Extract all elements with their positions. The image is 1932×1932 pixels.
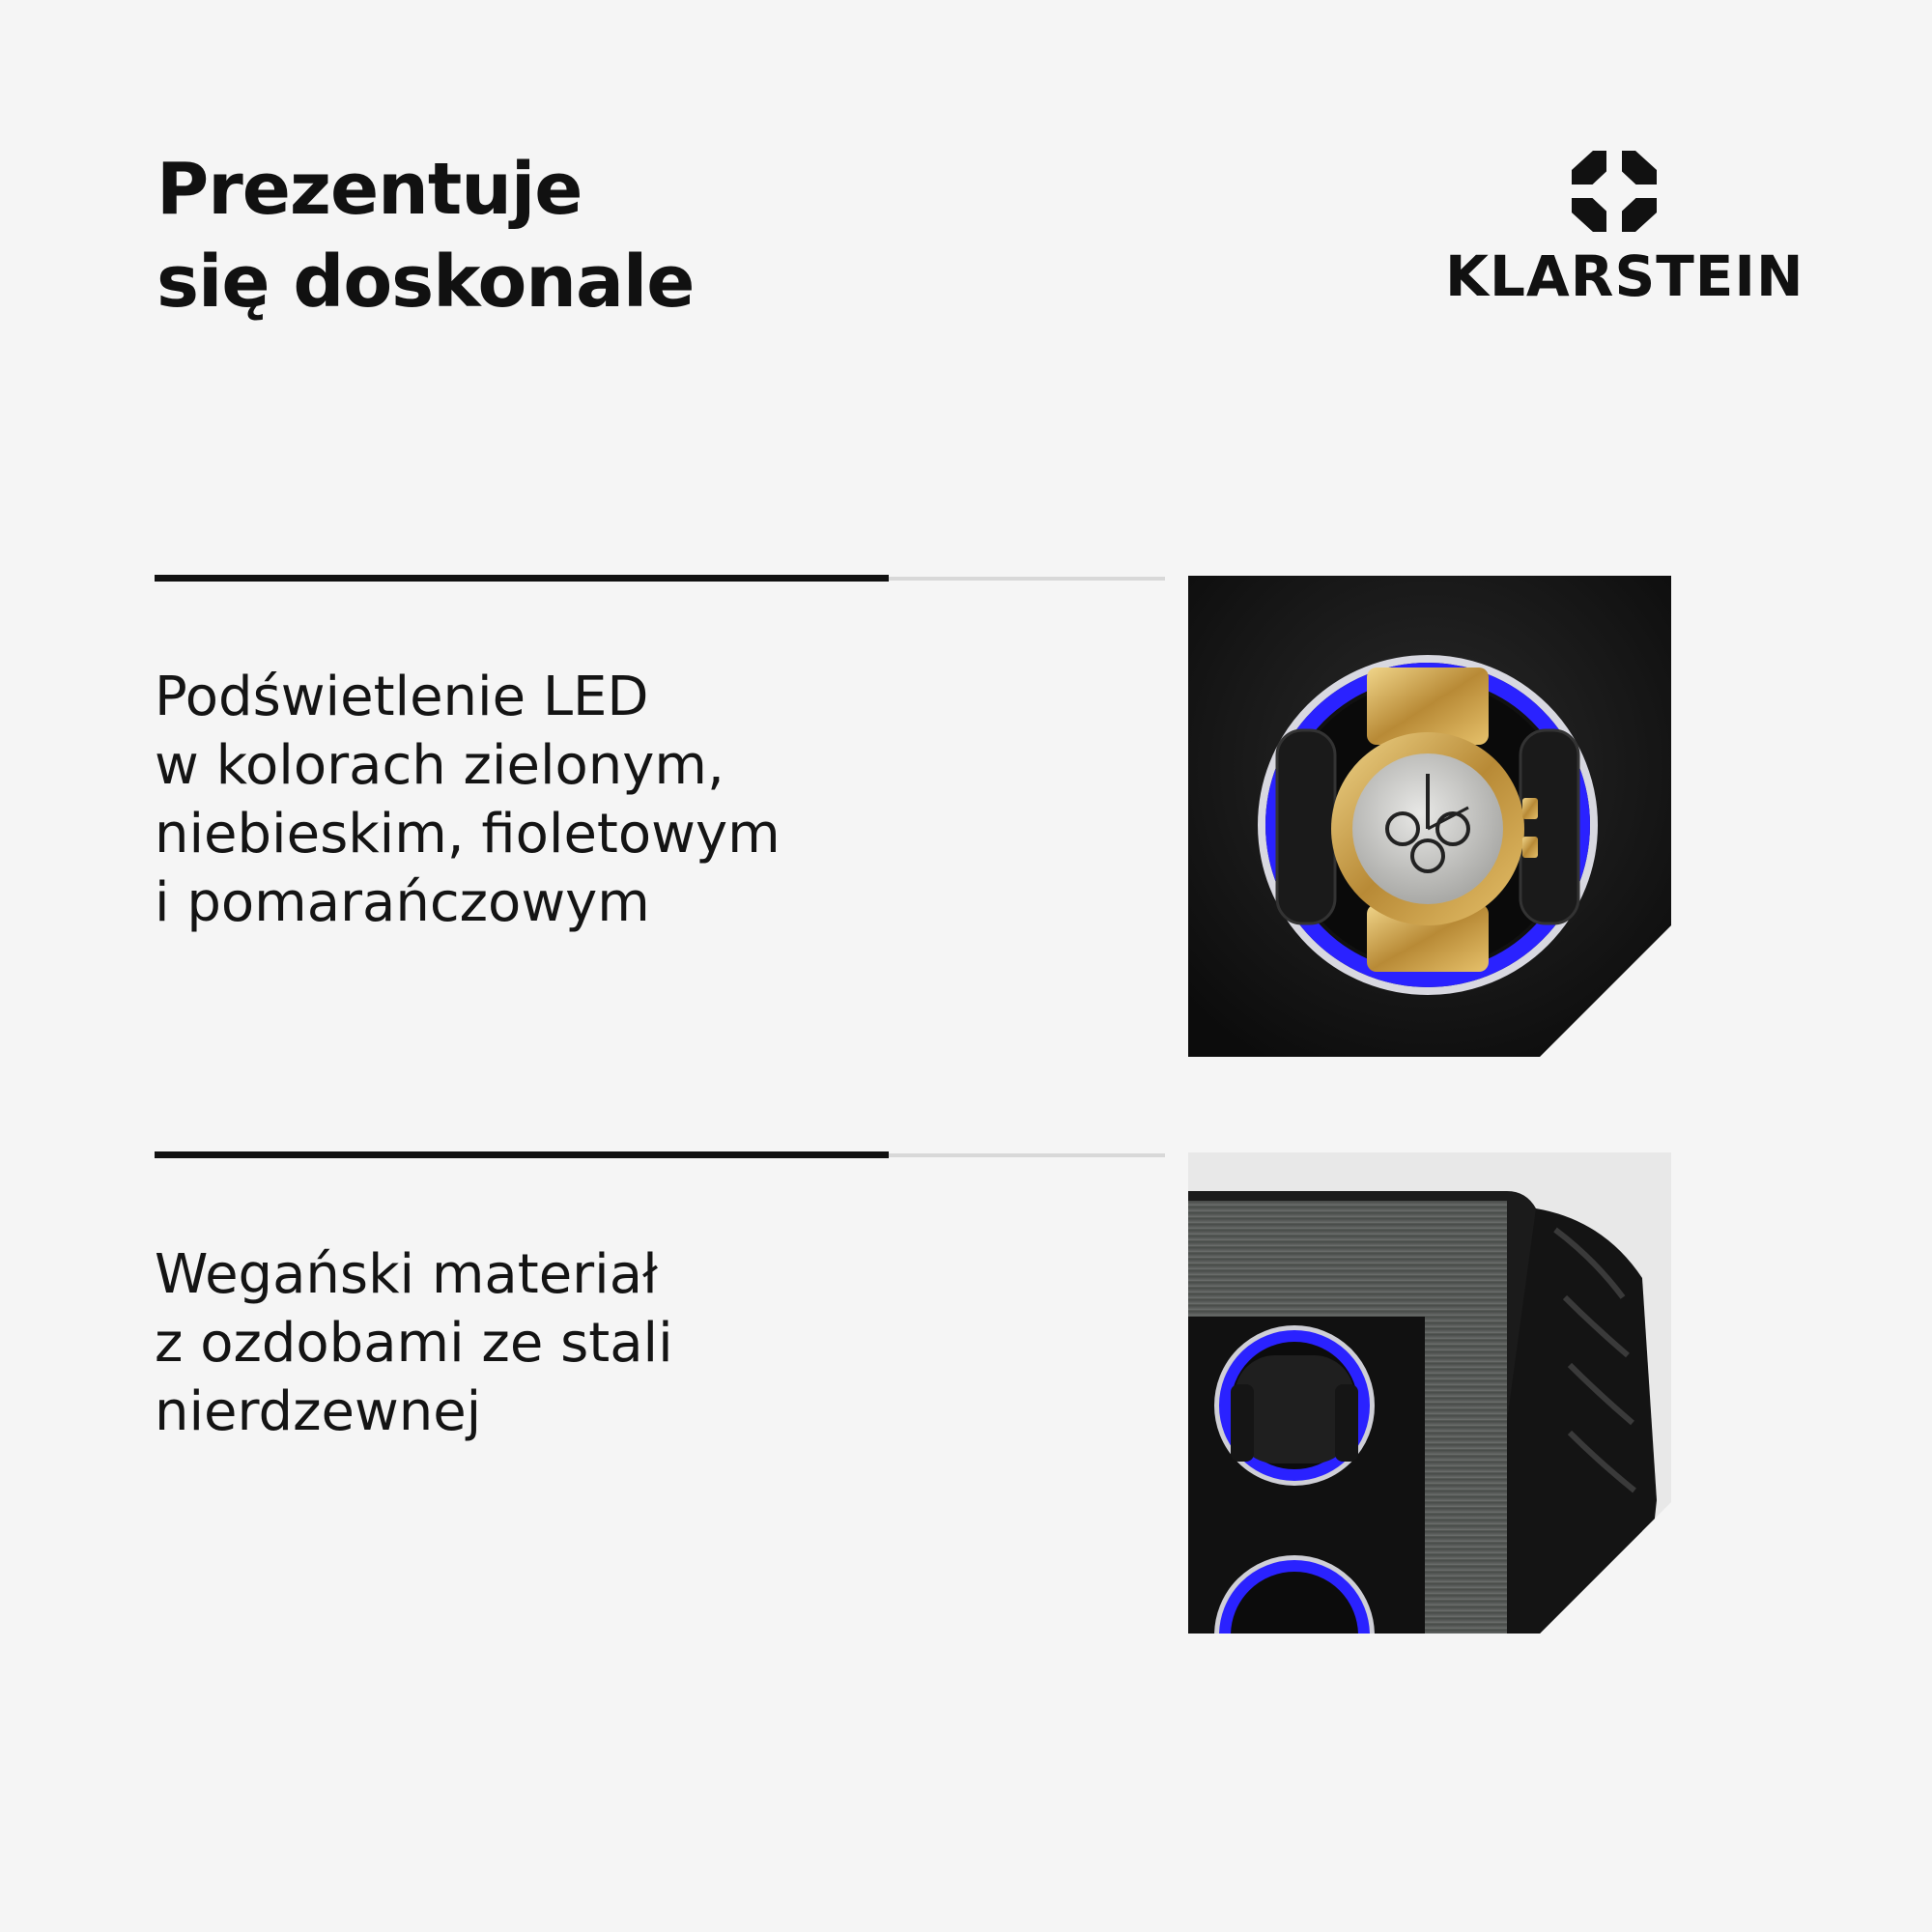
section-divider-1 [155,575,1165,582]
divider-dark-segment [155,1151,889,1158]
divider-light-segment [889,577,1165,581]
feature-text-led: Podświetlenie LED w kolorach zielonym, n… [155,663,781,937]
brand-logo: KLARSTEIN [1445,151,1804,315]
klarstein-logo-icon [1572,151,1657,232]
feature-line: nierdzewnej [155,1380,482,1443]
feature-line: i pomarańczowym [155,871,650,934]
feature-line: Wegański materiał [155,1243,658,1306]
divider-light-segment [889,1153,1165,1157]
section-divider-2 [155,1151,1165,1158]
page-title-line-2: się doskonale [156,241,695,324]
watch-winder-case-photo [1188,1152,1671,1634]
brand-name: KLARSTEIN [1445,243,1804,309]
feature-text-material: Wegański materiał z ozdobami ze stali ni… [155,1240,673,1446]
feature-line: z ozdobami ze stali [155,1312,673,1375]
page-title: Prezentuje się doskonale [156,143,695,328]
feature-line: w kolorach zielonym, [155,734,724,797]
feature-line: Podświetlenie LED [155,666,649,728]
watch-winder-led-photo [1188,576,1671,1057]
page-title-line-1: Prezentuje [156,148,582,231]
divider-dark-segment [155,575,889,582]
feature-line: niebieskim, fioletowym [155,803,781,866]
